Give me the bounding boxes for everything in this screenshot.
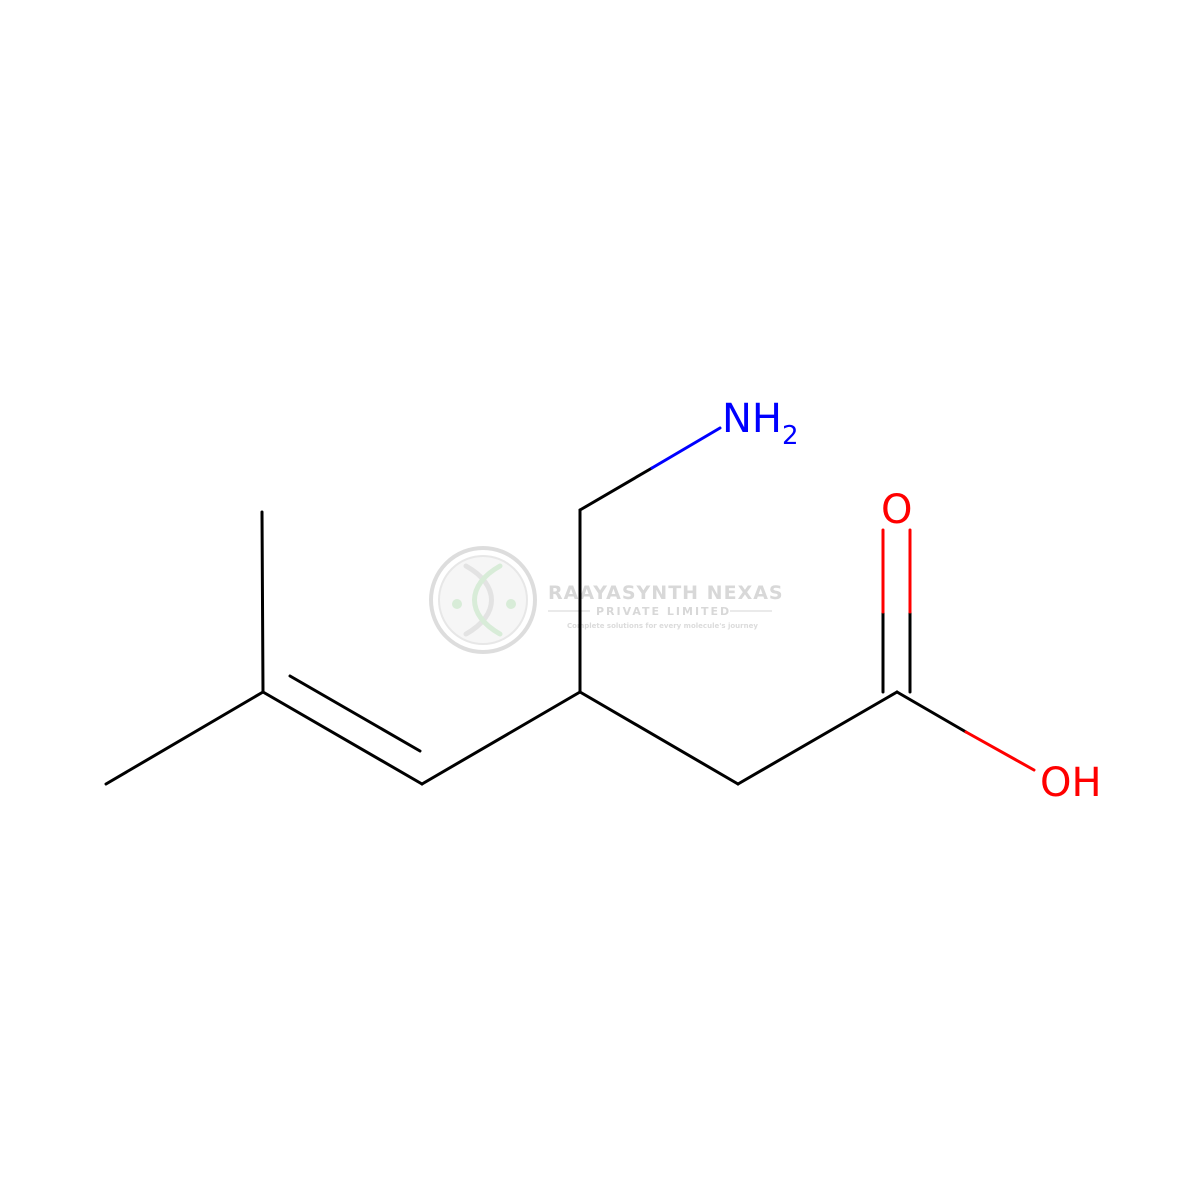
watermark-logo-inner bbox=[438, 555, 528, 645]
bond-c3-to-ch2 bbox=[578, 690, 740, 786]
watermark-logo-ring bbox=[429, 546, 537, 654]
bond-methyl-top bbox=[260, 510, 265, 694]
dna-helix-icon bbox=[452, 563, 516, 637]
bond-to-hydroxyl bbox=[964, 730, 1036, 772]
watermark-subtitle: PRIVATE LIMITED bbox=[596, 605, 731, 618]
watermark-tagline: Complete solutions for every molecule's … bbox=[567, 622, 758, 630]
bond-ch2-to-carboxyl bbox=[736, 690, 899, 786]
amine-subscript: 2 bbox=[782, 421, 799, 451]
bond-double-inner bbox=[288, 674, 422, 753]
hydroxyl-label: OH bbox=[1040, 760, 1102, 806]
heteroatom-bonds bbox=[650, 426, 1036, 772]
amine-label: NH2 bbox=[722, 396, 799, 451]
watermark-company: RAAYASYNTH NEXAS bbox=[548, 582, 784, 604]
carbonyl-oxygen-label: O bbox=[881, 487, 912, 533]
bond-double-outer bbox=[261, 690, 424, 786]
bonds bbox=[104, 466, 968, 786]
watermark: RAAYASYNTH NEXAS PRIVATE LIMITED Complet… bbox=[429, 546, 784, 654]
bond-to-nitrogen bbox=[650, 426, 722, 470]
bond-carboxyl-oh-carbon bbox=[895, 690, 968, 734]
bond-methyl-left bbox=[104, 690, 265, 786]
bond-ch2-to-n-carbon bbox=[578, 466, 654, 512]
atom-labels: NH2 O OH bbox=[722, 396, 1102, 806]
amine-element: NH bbox=[722, 396, 782, 442]
bond-vinyl-to-c3 bbox=[420, 690, 582, 786]
